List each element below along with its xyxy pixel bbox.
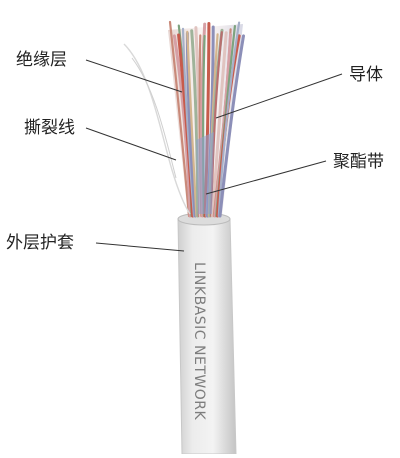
label-outer-jacket: 外层护套: [6, 233, 74, 253]
wire-strand: [218, 34, 245, 218]
leader-jacket: [95, 242, 185, 252]
leader-tape: [205, 160, 327, 195]
ripcord-thread: [123, 43, 191, 215]
wire-strand: [168, 20, 191, 218]
label-conductor: 导体: [349, 65, 383, 85]
label-polyester-tape: 聚酯带: [333, 152, 384, 172]
leader-insulation: [85, 59, 183, 93]
leader-conductor: [215, 73, 343, 119]
leader-ripcord: [85, 127, 177, 161]
polyester-tape: [196, 132, 214, 214]
jacket-print-text: LINKBASIC NETWORK: [191, 262, 207, 421]
wire-strand: [186, 30, 198, 218]
ripcord-thread-secondary: [131, 57, 177, 179]
wire-strand: [172, 34, 192, 218]
jacket-print: LINKBASIC NETWORK: [185, 260, 215, 454]
label-insulation: 绝缘层: [16, 50, 67, 70]
label-ripcord: 撕裂线: [24, 118, 75, 138]
wire-strand: [217, 21, 241, 218]
conductor-bundle: [168, 20, 245, 218]
